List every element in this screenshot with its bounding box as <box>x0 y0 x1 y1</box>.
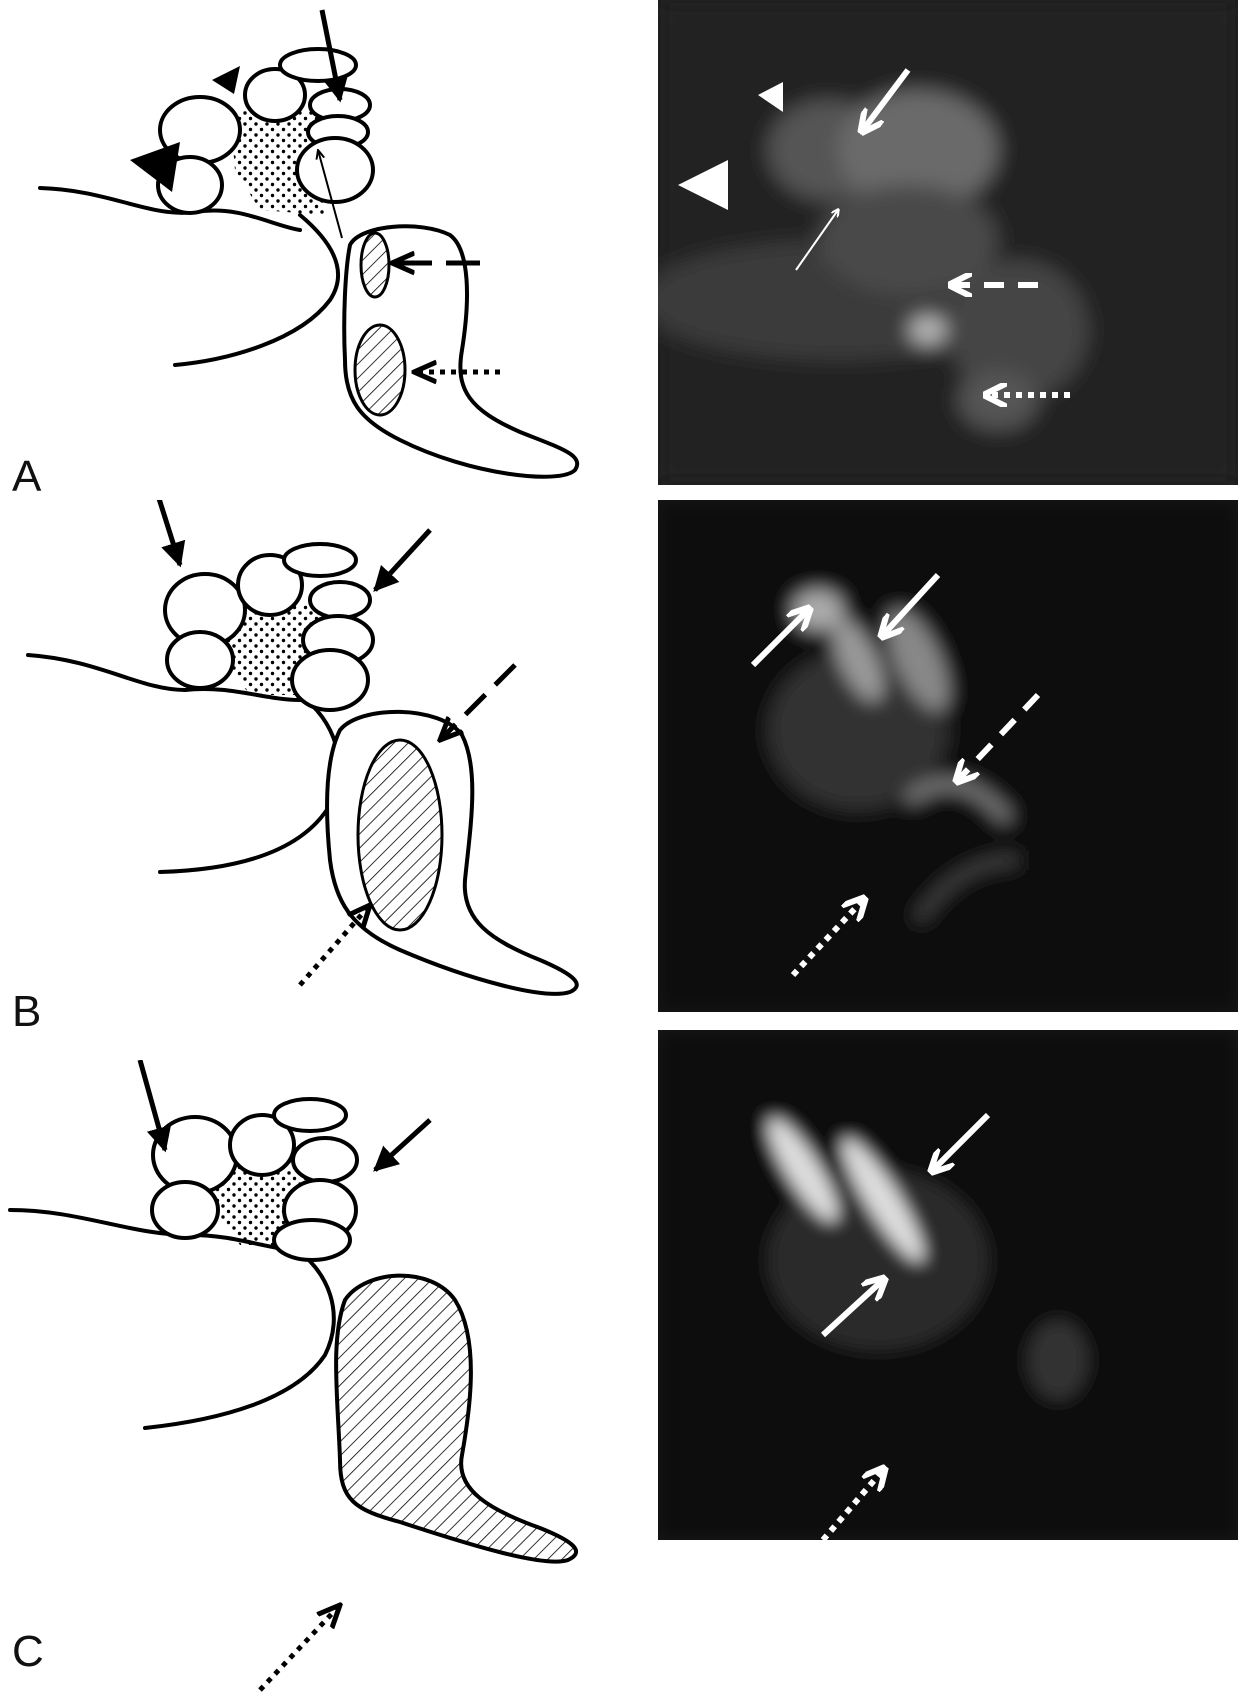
large-arrowhead-marker <box>130 142 180 192</box>
solid-arrow-marker-right <box>375 530 430 590</box>
mri-image-b <box>658 500 1238 1012</box>
diagram-b <box>0 500 650 1060</box>
small-arrowhead-marker <box>212 66 240 94</box>
panel-label-a: A <box>12 455 41 499</box>
solid-arrow-marker-left <box>150 500 180 565</box>
inferior-hatched-area <box>355 325 405 415</box>
mri-image-a <box>658 0 1238 485</box>
dotted-arrow-marker <box>300 905 370 985</box>
diagram-a <box>0 0 650 530</box>
nerve-canal <box>175 215 338 365</box>
panel-label-b: B <box>12 990 41 1034</box>
mri-image-c <box>658 1030 1238 1540</box>
panel-label-c: C <box>12 1630 44 1674</box>
dotted-arrow-marker <box>260 1605 340 1690</box>
superior-hatched-area <box>361 233 389 297</box>
diagram-c <box>0 1060 650 1700</box>
solid-arrow-marker-right <box>375 1120 430 1170</box>
solid-arrow-marker-left <box>140 1060 165 1150</box>
dashed-arrow-marker <box>440 665 515 740</box>
